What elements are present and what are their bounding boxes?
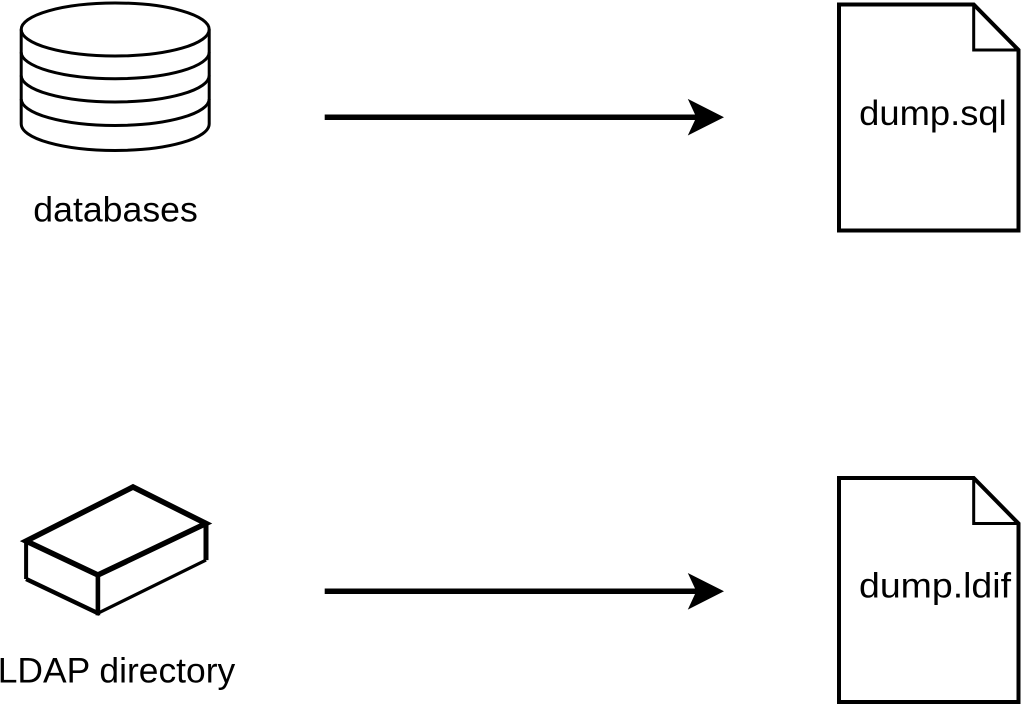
svg-text:databases: databases — [33, 191, 198, 230]
svg-text:dump.sql: dump.sql — [859, 94, 1007, 133]
svg-text:LDAP directory: LDAP directory — [0, 652, 236, 691]
svg-text:dump.ldif: dump.ldif — [859, 567, 1011, 606]
